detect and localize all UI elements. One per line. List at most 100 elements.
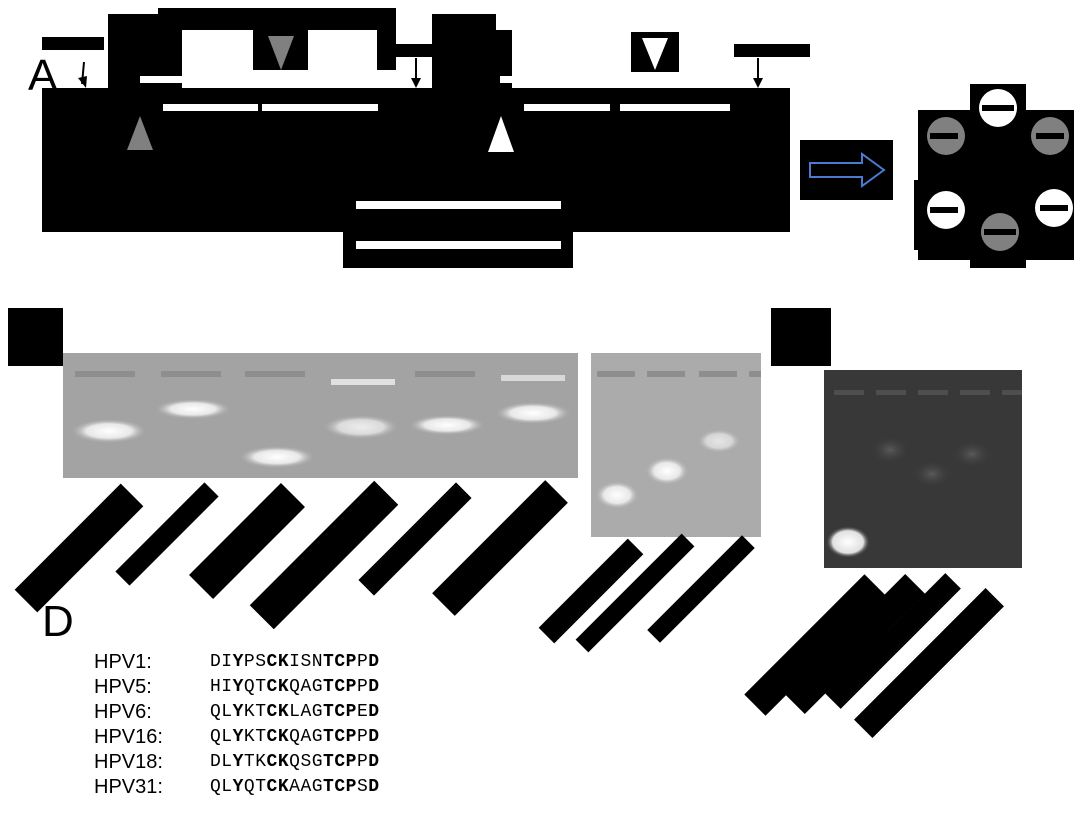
conserved-residue: Y xyxy=(232,777,244,797)
conserved-residue: D xyxy=(368,677,380,697)
panel-b-label-redacted xyxy=(8,308,63,366)
gray-triangle-down-icon xyxy=(268,36,294,75)
residue: ISN xyxy=(289,652,324,672)
lane-label-redacted xyxy=(14,483,144,613)
sequence-bar xyxy=(163,104,258,111)
sequence-bar xyxy=(140,76,258,83)
conserved-residue: TCP xyxy=(323,702,357,722)
white-triangle-down-icon xyxy=(642,38,668,75)
conserved-residue: CK xyxy=(266,727,290,747)
down-arrow-icon xyxy=(752,58,764,88)
conserved-residue: TCP xyxy=(323,752,357,772)
residue: KT xyxy=(243,727,267,747)
sequence-label: HPV31: xyxy=(94,775,163,798)
gray-triangle-up-icon xyxy=(127,116,153,155)
sequence-bar xyxy=(356,201,561,209)
gel-image-c xyxy=(591,353,761,542)
sequence-bar xyxy=(356,241,561,249)
conserved-residue: TCP xyxy=(323,777,357,797)
conserved-residue: CK xyxy=(266,677,290,697)
redaction-block xyxy=(158,8,396,30)
white-triangle-up-icon xyxy=(488,116,514,157)
residue: KT xyxy=(243,702,267,722)
sequence-row: HPV1: DIYPSCKISNTCPPD xyxy=(94,650,380,674)
sequence-residues: QLYQTCKAAGTCPSD xyxy=(210,777,380,797)
conserved-residue: D xyxy=(368,727,380,747)
sequence-row: HPV16: QLYKTCKQAGTCPPD xyxy=(94,725,380,749)
conserved-residue: CK xyxy=(266,777,290,797)
residue: E xyxy=(356,702,369,722)
sequence-label: HPV16: xyxy=(94,725,163,748)
sequence-residues: QLYKTCKLAGTCPED xyxy=(210,702,380,722)
conserved-residue: Y xyxy=(232,652,244,672)
sequence-bar xyxy=(262,76,388,83)
sequence-bar xyxy=(500,76,610,83)
sequence-bar xyxy=(620,104,730,111)
redaction-block xyxy=(392,44,442,57)
sequence-row: HPV6: QLYKTCKLAGTCPED xyxy=(94,700,380,724)
residue: QT xyxy=(243,777,267,797)
conserved-residue: D xyxy=(368,652,380,672)
sequence-residues: HIYQTCKQAGTCPPD xyxy=(210,677,380,697)
redaction-block xyxy=(432,14,496,88)
conserved-residue: Y xyxy=(232,752,244,772)
sequence-label: HPV1: xyxy=(94,650,152,673)
down-arrow-icon xyxy=(78,61,90,88)
sequence-label: HPV5: xyxy=(94,675,152,698)
right-arrow-icon xyxy=(808,152,886,193)
conserved-residue: Y xyxy=(232,727,244,747)
hexamer-diagram xyxy=(914,84,1076,275)
conserved-residue: TCP xyxy=(323,677,357,697)
residue: AAG xyxy=(289,777,324,797)
conserved-residue: TCP xyxy=(323,727,357,747)
conserved-residue: CK xyxy=(266,752,290,772)
residue: P xyxy=(356,752,369,772)
conserved-residue: D xyxy=(368,702,380,722)
residue: LAG xyxy=(289,702,324,722)
conserved-residue: D xyxy=(368,752,380,772)
residue: PS xyxy=(243,652,267,672)
redaction-block xyxy=(42,37,104,50)
sequence-bar xyxy=(262,104,378,111)
conserved-residue: CK xyxy=(266,652,290,672)
conserved-residue: TCP xyxy=(323,652,357,672)
conserved-residue: CK xyxy=(266,702,290,722)
sequence-residues: DLYTKCKQSGTCPPD xyxy=(210,752,380,772)
residue: HI xyxy=(210,677,233,697)
redaction-block xyxy=(734,44,810,57)
conserved-residue: D xyxy=(368,777,380,797)
residue: P xyxy=(356,677,369,697)
down-arrow-icon xyxy=(410,58,422,88)
panel-label-redacted xyxy=(771,308,831,366)
sequence-row: HPV31: QLYQTCKAAGTCPSD xyxy=(94,775,380,799)
residue: QAG xyxy=(289,727,324,747)
residue: DL xyxy=(210,752,233,772)
residue: S xyxy=(356,777,369,797)
residue: DI xyxy=(210,652,233,672)
redaction-block xyxy=(377,30,396,70)
conserved-residue: Y xyxy=(232,677,244,697)
sequence-label: HPV18: xyxy=(94,750,163,773)
residue: QAG xyxy=(289,677,324,697)
residue: P xyxy=(356,652,369,672)
sequence-bar xyxy=(620,76,740,83)
sequence-residues: QLYKTCKQAGTCPPD xyxy=(210,727,380,747)
redaction-block xyxy=(108,14,158,88)
residue: QSG xyxy=(289,752,324,772)
residue: TK xyxy=(243,752,267,772)
residue: QT xyxy=(243,677,267,697)
sequence-row: HPV18: DLYTKCKQSGTCPPD xyxy=(94,750,380,774)
sequence-bar xyxy=(524,104,610,111)
gel-image-b xyxy=(63,353,578,483)
gel-image-d xyxy=(824,370,1022,573)
redaction-block xyxy=(800,140,893,200)
residue: QL xyxy=(210,702,233,722)
residue: QL xyxy=(210,727,233,747)
conserved-residue: Y xyxy=(232,702,244,722)
residue: QL xyxy=(210,777,233,797)
sequence-label: HPV6: xyxy=(94,700,152,723)
redaction-block xyxy=(496,30,512,88)
sequence-row: HPV5: HIYQTCKQAGTCPPD xyxy=(94,675,380,699)
sequence-residues: DIYPSCKISNTCPPD xyxy=(210,652,380,672)
panel-d-label: D xyxy=(42,597,74,646)
